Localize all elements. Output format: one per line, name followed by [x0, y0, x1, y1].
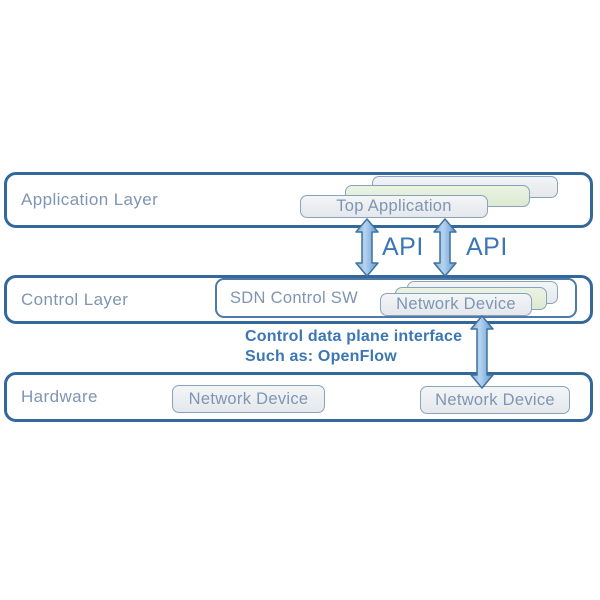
- control-data-plane-interface-text: Control data plane interface Such as: Op…: [245, 327, 462, 367]
- sdn-control-sw-label: SDN Control SW: [230, 288, 358, 307]
- hardware-network-device-right-label: Network Device: [435, 390, 555, 409]
- control-network-device-box: Network Device: [380, 293, 532, 316]
- control-network-device-label: Network Device: [396, 295, 516, 313]
- interface-text-line1: Control data plane interface: [245, 328, 463, 345]
- api-label-left: API: [382, 233, 424, 261]
- top-application-label: Top Application: [336, 197, 452, 215]
- hardware-network-device-left-box: Network Device: [172, 385, 325, 413]
- top-application-box: Top Application: [300, 195, 488, 218]
- api-label-right: API: [466, 233, 508, 261]
- hardware-network-device-right-box: Network Device: [420, 386, 570, 414]
- hardware-layer-label: Hardware: [21, 387, 98, 406]
- hardware-network-device-left-label: Network Device: [188, 389, 309, 408]
- application-layer-label: Application Layer: [21, 190, 159, 209]
- control-layer-label: Control Layer: [21, 289, 129, 309]
- interface-text-line2: Such as: OpenFlow: [245, 348, 397, 365]
